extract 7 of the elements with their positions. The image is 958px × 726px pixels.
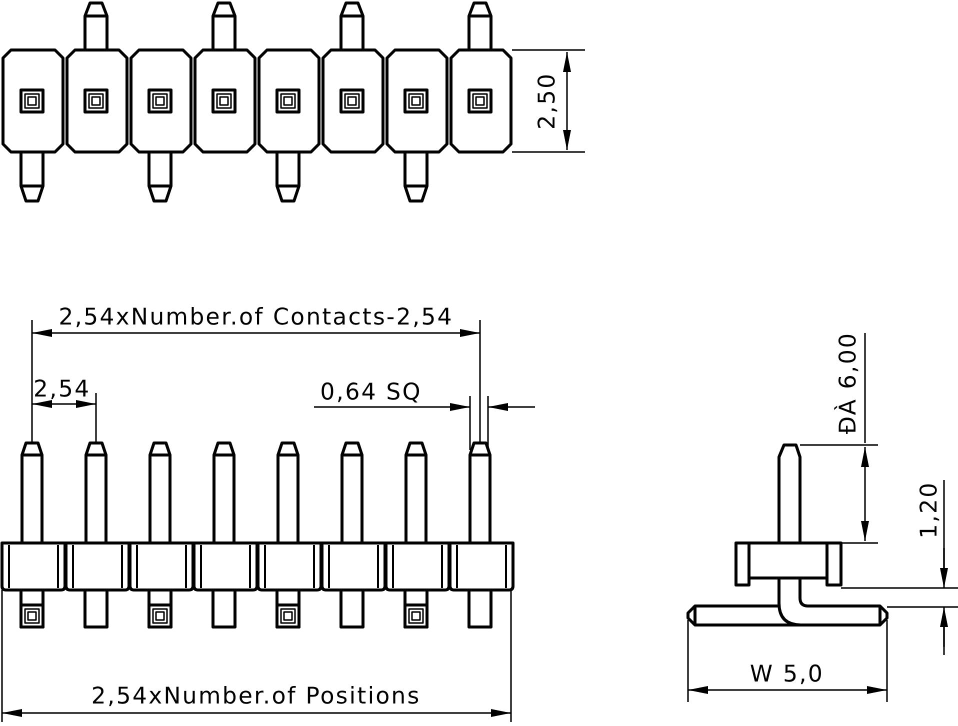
dimension-label: 2,54xNumber.of Contacts-2,54 [58, 306, 454, 330]
dimension-label: 0,64 SQ [320, 382, 422, 404]
dimension-label: 2,50 [536, 72, 560, 130]
dimension-label: 2,54xNumber.of Positions [91, 686, 421, 708]
dimension-label: 2,54 [33, 378, 91, 402]
dimension-label: 1,20 [918, 481, 942, 539]
dimension-label: W 5,0 [750, 664, 824, 686]
